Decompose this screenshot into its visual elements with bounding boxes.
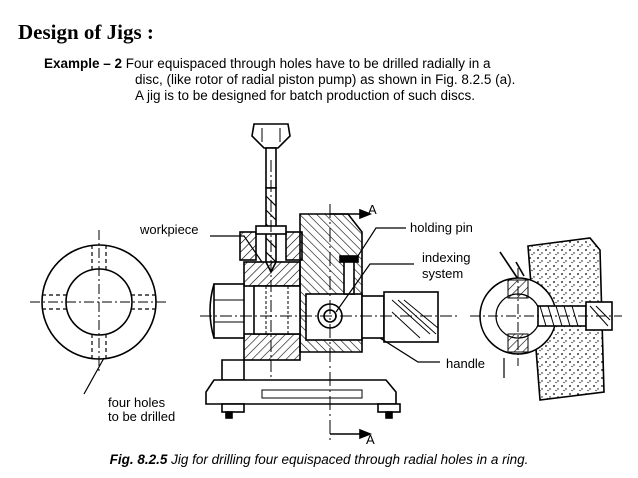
caption-number: Fig. 8.2.5: [109, 452, 168, 467]
page-title: Design of Jigs :: [18, 20, 154, 44]
figure-caption: Fig. 8.2.5 Jig for drilling four equispa…: [0, 452, 638, 467]
label-four-holes-2: to be drilled: [108, 409, 175, 424]
label-four-holes-1: four holes: [108, 395, 166, 410]
section-view: [470, 237, 622, 401]
jig-assembly: [200, 123, 460, 444]
label-handle: handle: [446, 356, 485, 371]
label-workpiece: workpiece: [139, 222, 199, 237]
section-label-top: A: [368, 202, 377, 217]
caption-text: Jig for drilling four equispaced through…: [167, 452, 529, 467]
ring-view: [30, 230, 168, 395]
example-text: Example – 2 Four equispaced through hole…: [44, 56, 614, 104]
example-label: Example – 2: [44, 56, 123, 71]
label-indexing-1: indexing: [422, 250, 470, 265]
label-holding-pin: holding pin: [410, 220, 473, 235]
example-line-1: Four equispaced through holes have to be…: [122, 56, 491, 71]
label-indexing-2: system: [422, 266, 463, 281]
leader-lines: [210, 227, 525, 363]
section-label-bottom: A: [366, 432, 375, 447]
example-line-3: A jig is to be designed for batch produc…: [135, 88, 475, 103]
example-line-2: disc, (like rotor of radial piston pump)…: [135, 72, 516, 87]
